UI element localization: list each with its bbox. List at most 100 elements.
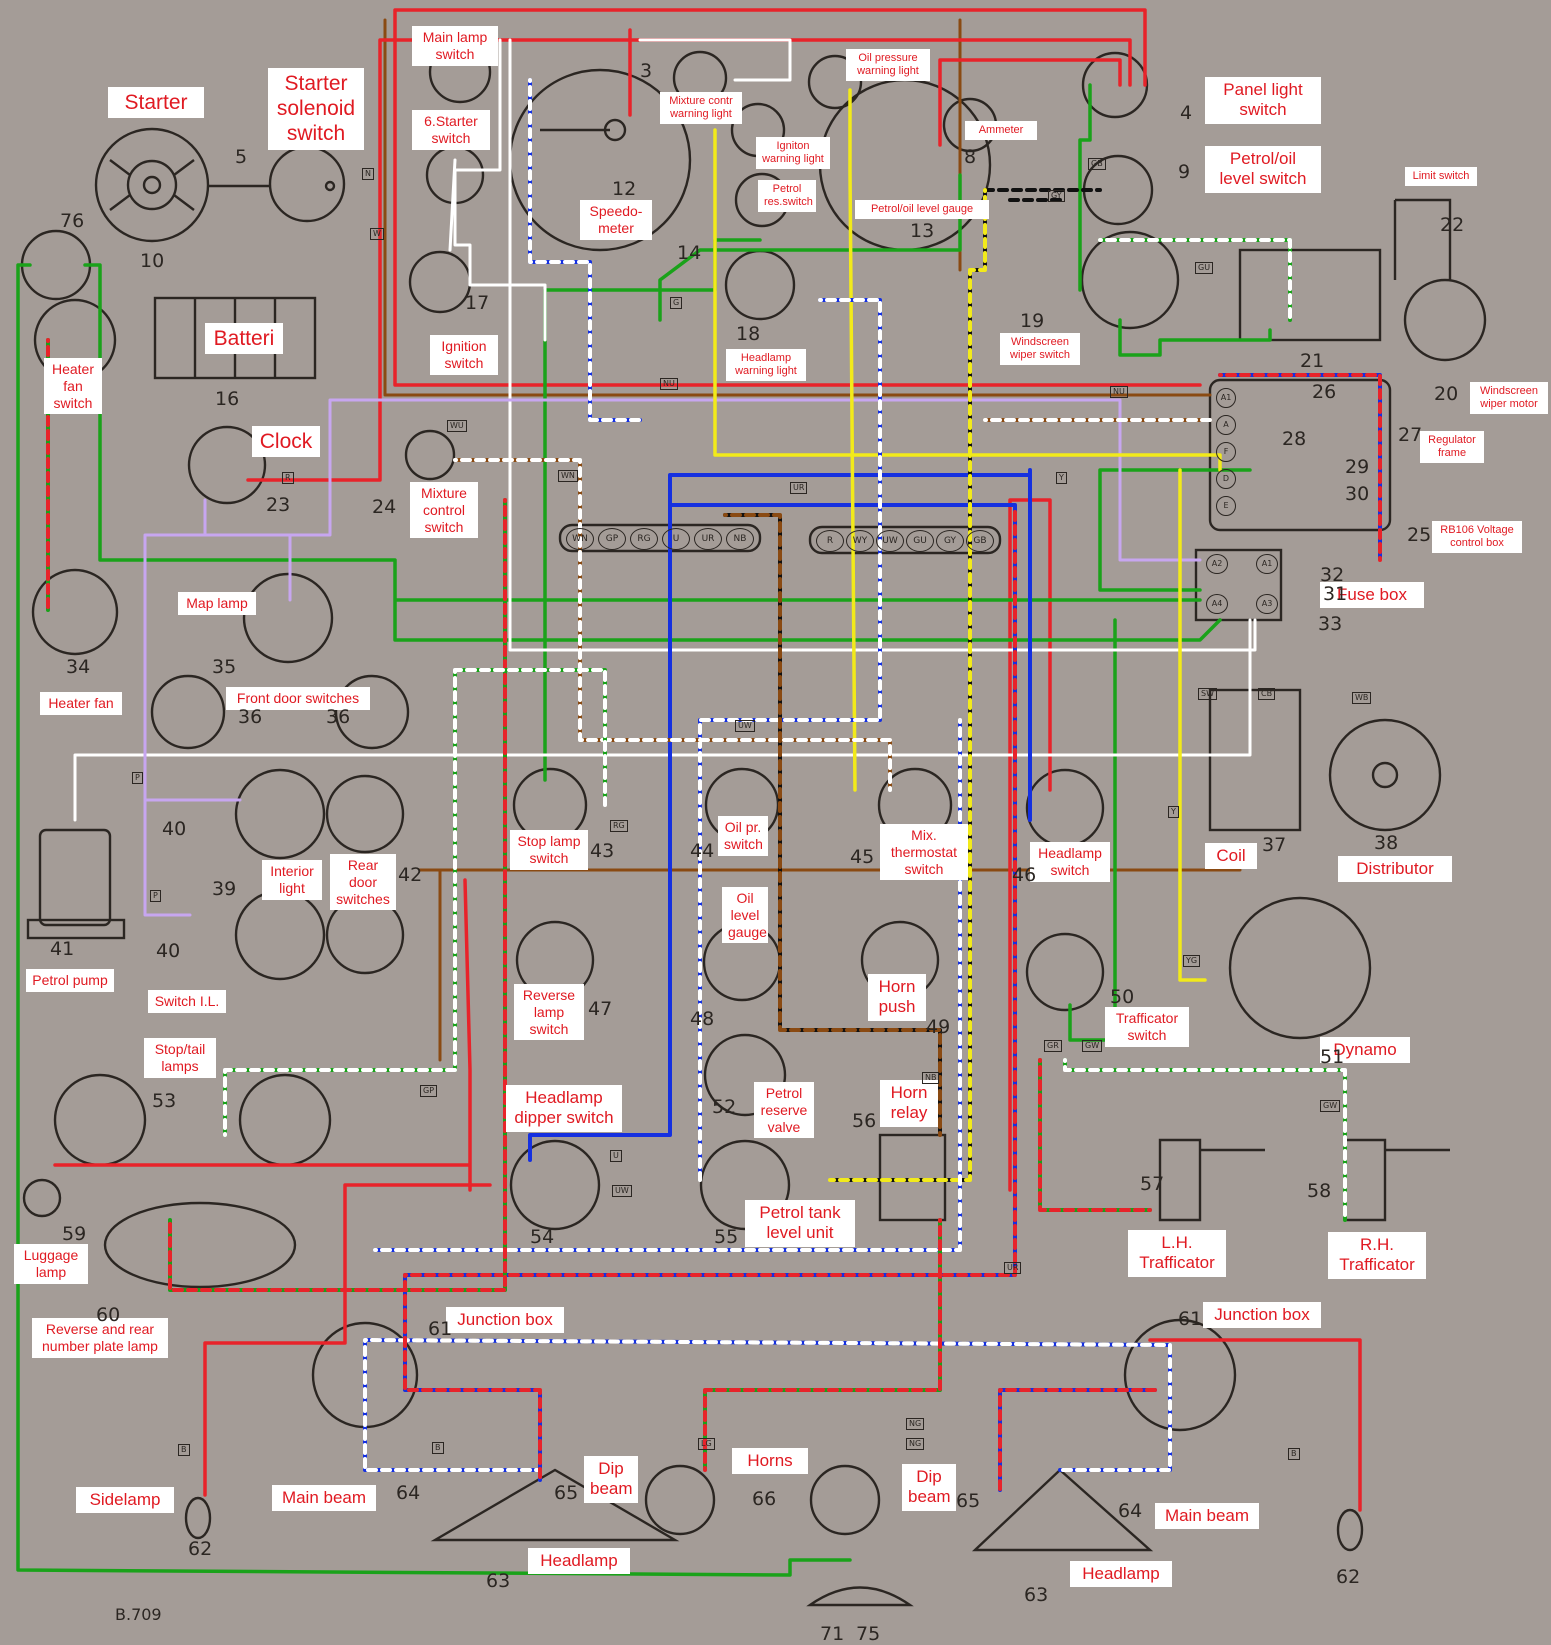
- component-number: 76: [60, 210, 85, 232]
- regulator-terminal: A: [1216, 415, 1236, 435]
- component-number: 59: [62, 1223, 87, 1245]
- rh-trafficator-symbol: [1343, 1138, 1450, 1222]
- label-petrol-pump: Petrol pump: [26, 969, 114, 992]
- horn-right-symbol: [809, 1464, 881, 1536]
- wire-color-tag: NB: [922, 1072, 940, 1084]
- wire-white-blue: [363, 78, 1172, 1472]
- fuse-terminal: A4: [1206, 594, 1228, 614]
- regulator-terminal: F: [1216, 442, 1236, 462]
- component-number: 43: [590, 840, 615, 862]
- wire-color-tag: P: [150, 890, 161, 902]
- component-number: 57: [1140, 1173, 1165, 1195]
- label-voltage-box: RB106 Voltage control box: [1432, 521, 1522, 554]
- label-oil-level-gauge: Oil level gauge: [722, 887, 768, 944]
- ignition-switch-symbol: [408, 250, 472, 314]
- wire-color-tag: UW: [735, 720, 755, 732]
- terminal-code: UW: [876, 530, 904, 552]
- label-speedometer: Speedo- meter: [580, 200, 652, 240]
- terminal-code: U: [662, 528, 690, 550]
- component-number: 19: [1020, 310, 1045, 332]
- component-number: 23: [266, 494, 291, 516]
- component-number: 13: [910, 220, 935, 242]
- wire-color-tag: NU: [1110, 386, 1128, 398]
- wire-color-tag: NG: [906, 1438, 925, 1450]
- component-number: 45: [850, 846, 875, 868]
- component-number: 16: [215, 388, 240, 410]
- regulator-terminal: E: [1216, 496, 1236, 516]
- wire-color-tag: Y: [1168, 806, 1179, 818]
- label-dipper-switch: Headlamp dipper switch: [506, 1085, 622, 1132]
- label-clock: Clock: [252, 426, 320, 458]
- component-76: [20, 229, 92, 301]
- wire-color-tag: LG: [698, 1438, 715, 1450]
- label-lh-trafficator: L.H. Trafficator: [1128, 1230, 1226, 1277]
- label-stop-lamp-switch: Stop lamp switch: [510, 830, 588, 870]
- label-luggage-lamp: Luggage lamp: [14, 1244, 88, 1284]
- terminal-strip-right: [808, 525, 1002, 555]
- wire-red-lower: [53, 498, 1362, 1512]
- wire-color-tag: YG: [1183, 955, 1201, 967]
- dipper-switch-symbol: [509, 1139, 601, 1231]
- label-dip-beam-right: Dip beam: [902, 1464, 956, 1511]
- component-75-symbol: [806, 1586, 914, 1607]
- wiper-motor-symbol: [1403, 278, 1487, 362]
- label-switch-il: Switch I.L.: [148, 990, 226, 1013]
- petrol-reserve-valve-symbol: [703, 1033, 787, 1117]
- component-number: 55: [714, 1226, 739, 1248]
- label-junction-box-left: Junction box: [446, 1307, 564, 1334]
- wire-white-blue-2: [363, 78, 1172, 1472]
- label-main-beam-right: Main beam: [1155, 1503, 1259, 1530]
- wire-color-tag: W: [370, 228, 384, 240]
- wire-color-tag: G: [670, 297, 683, 309]
- component-number: 47: [588, 998, 613, 1020]
- wire-color-tag: U: [610, 1150, 622, 1162]
- wire-black-brown-2: [723, 513, 942, 1137]
- label-wiper-switch: Windscreen wiper switch: [1000, 333, 1080, 366]
- heater-fan-symbol: [31, 568, 119, 656]
- clock-symbol: [187, 425, 267, 505]
- terminal-code: R: [816, 530, 844, 552]
- headlamp-warning-lamp: [724, 249, 796, 321]
- component-number: 9: [1178, 161, 1191, 183]
- reverse-plate-lamp-symbol: [103, 1201, 297, 1289]
- label-starter-switch: 6.Starter switch: [412, 110, 490, 150]
- component-number: 49: [926, 1016, 951, 1038]
- terminal-strip-left: [558, 523, 762, 553]
- component-number: 64: [396, 1482, 421, 1504]
- regulator-terminal: D: [1216, 469, 1236, 489]
- label-oil-pressure-warning: Oil pressure warning light: [846, 49, 930, 82]
- label-panel-light-switch: Panel light switch: [1205, 77, 1321, 124]
- component-number: 27: [1398, 424, 1423, 446]
- component-number: 35: [212, 656, 237, 678]
- label-front-door-switches: Front door switches: [226, 687, 370, 710]
- label-petrol-res-switch: Petrol res.switch: [758, 180, 816, 213]
- label-dynamo: Dynamo: [1320, 1037, 1410, 1064]
- wire-color-tag: WB: [1352, 692, 1372, 704]
- trafficator-switch-symbol: [1025, 932, 1105, 1012]
- label-headlamp-right: Headlamp: [1070, 1561, 1172, 1588]
- component-number: 71: [820, 1623, 845, 1645]
- fuse-terminal: A3: [1256, 594, 1278, 614]
- component-number: 38: [1374, 832, 1399, 854]
- wire-color-tag: P: [132, 772, 143, 784]
- junction-box-right-symbol: [1123, 1318, 1237, 1432]
- regulator-terminal: A1: [1216, 388, 1236, 408]
- label-stop-tail-lamps: Stop/tail lamps: [144, 1038, 216, 1078]
- front-door-switch-left: [150, 674, 226, 750]
- component-number: 21: [1300, 350, 1325, 372]
- wire-yellow-dash: [828, 188, 987, 1182]
- interior-light-lower: [234, 889, 326, 981]
- label-dip-beam-left: Dip beam: [584, 1456, 638, 1503]
- component-number: 36: [326, 706, 351, 728]
- component-number: 39: [212, 878, 237, 900]
- wire-color-tag: WU: [447, 420, 467, 432]
- component-number: 51: [1320, 1046, 1345, 1068]
- front-door-switch-right: [334, 674, 410, 750]
- wire-color-tag: WN: [558, 470, 578, 482]
- component-number: 24: [372, 496, 397, 518]
- label-mixture-warning: Mixture contr warning light: [660, 92, 742, 125]
- component-number: 37: [1262, 834, 1287, 856]
- label-ignition-switch: Ignition switch: [430, 335, 498, 375]
- label-petrol-oil-switch: Petrol/oil level switch: [1205, 146, 1321, 193]
- wire-color-tag: B: [1288, 1448, 1300, 1460]
